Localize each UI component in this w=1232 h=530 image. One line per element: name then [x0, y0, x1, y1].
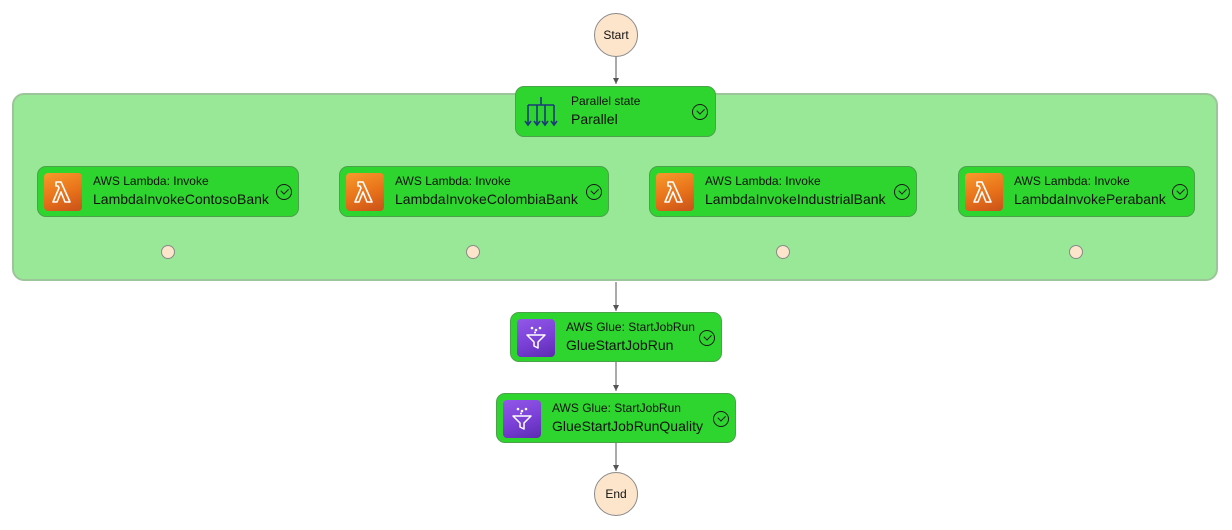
end-label: End: [605, 487, 627, 501]
parallel-type-label: Parallel state: [571, 94, 641, 108]
lambda-icon: [656, 173, 694, 211]
branch-end-colombia: [466, 245, 480, 259]
success-check-icon: [699, 330, 715, 346]
branch-end-perabank: [1069, 245, 1083, 259]
success-check-icon: [894, 184, 910, 200]
success-check-icon: [692, 104, 708, 120]
lambda-type-label: AWS Lambda: Invoke: [395, 174, 511, 188]
success-check-icon: [276, 184, 292, 200]
lambda-name-label: LambdaInvokeContosoBank: [93, 191, 269, 207]
parallel-name-label: Parallel: [571, 111, 618, 127]
glue-name-label: GlueStartJobRunQuality: [552, 418, 703, 434]
lambda-name-label: LambdaInvokeIndustrialBank: [705, 191, 886, 207]
parallel-branch-icon: [524, 97, 558, 127]
lambda-node-colombia[interactable]: AWS Lambda: Invoke LambdaInvokeColombiaB…: [339, 166, 609, 217]
start-node[interactable]: Start: [594, 13, 638, 57]
glue-icon: [503, 400, 541, 438]
branch-end-contoso: [161, 245, 175, 259]
glue-type-label: AWS Glue: StartJobRun: [552, 401, 681, 415]
lambda-type-label: AWS Lambda: Invoke: [705, 174, 821, 188]
glue-type-label: AWS Glue: StartJobRun: [566, 320, 695, 334]
lambda-node-industrial[interactable]: AWS Lambda: Invoke LambdaInvokeIndustria…: [649, 166, 917, 217]
success-check-icon: [1172, 184, 1188, 200]
success-check-icon: [713, 411, 729, 427]
lambda-name-label: LambdaInvokeColombiaBank: [395, 191, 578, 207]
glue-node-start-job-run[interactable]: AWS Glue: StartJobRun GlueStartJobRun: [510, 312, 722, 362]
lambda-node-perabank[interactable]: AWS Lambda: Invoke LambdaInvokePerabank: [958, 166, 1195, 217]
lambda-type-label: AWS Lambda: Invoke: [93, 174, 209, 188]
glue-node-start-job-run-quality[interactable]: AWS Glue: StartJobRun GlueStartJobRunQua…: [496, 393, 736, 443]
lambda-node-contoso[interactable]: AWS Lambda: Invoke LambdaInvokeContosoBa…: [37, 166, 299, 217]
lambda-icon: [346, 173, 384, 211]
start-label: Start: [603, 28, 629, 42]
glue-name-label: GlueStartJobRun: [566, 337, 674, 353]
glue-icon: [517, 319, 555, 357]
parallel-state-node[interactable]: Parallel state Parallel: [515, 86, 716, 137]
branch-end-industrial: [776, 245, 790, 259]
lambda-type-label: AWS Lambda: Invoke: [1014, 174, 1130, 188]
success-check-icon: [586, 184, 602, 200]
lambda-name-label: LambdaInvokePerabank: [1014, 191, 1166, 207]
lambda-icon: [965, 173, 1003, 211]
end-node[interactable]: End: [594, 472, 638, 516]
lambda-icon: [44, 173, 82, 211]
